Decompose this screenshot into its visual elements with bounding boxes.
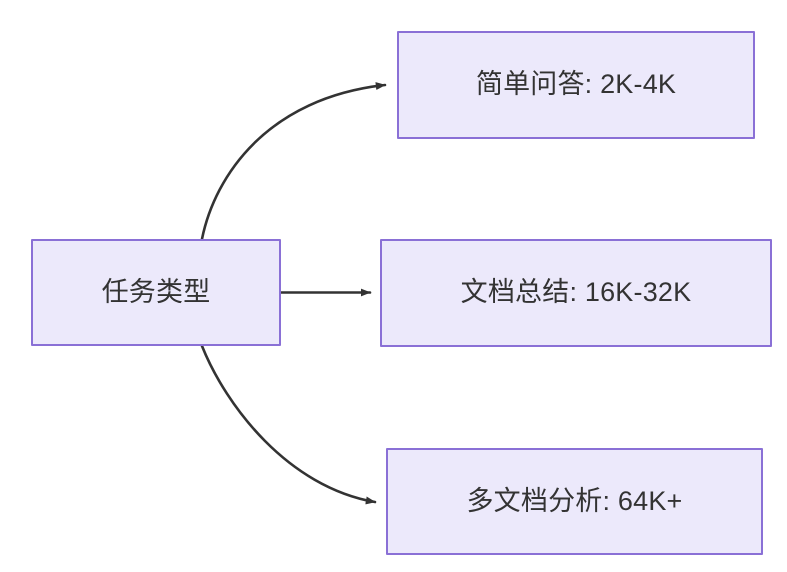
node-multi-doc[interactable]: 多文档分析: 64K+ [386,448,763,555]
node-task-type-label: 任务类型 [101,276,211,307]
node-doc-summary-label: 文档总结: 16K-32K [460,277,692,308]
node-simple-qa[interactable]: 简单问答: 2K-4K [397,31,755,139]
node-task-type[interactable]: 任务类型 [31,239,281,346]
node-multi-doc-label: 多文档分析: 64K+ [466,485,683,516]
edge-to-multi-doc [200,344,377,505]
node-doc-summary[interactable]: 文档总结: 16K-32K [380,239,772,347]
node-simple-qa-label: 简单问答: 2K-4K [475,69,677,100]
edge-to-simple-qa [200,82,387,241]
